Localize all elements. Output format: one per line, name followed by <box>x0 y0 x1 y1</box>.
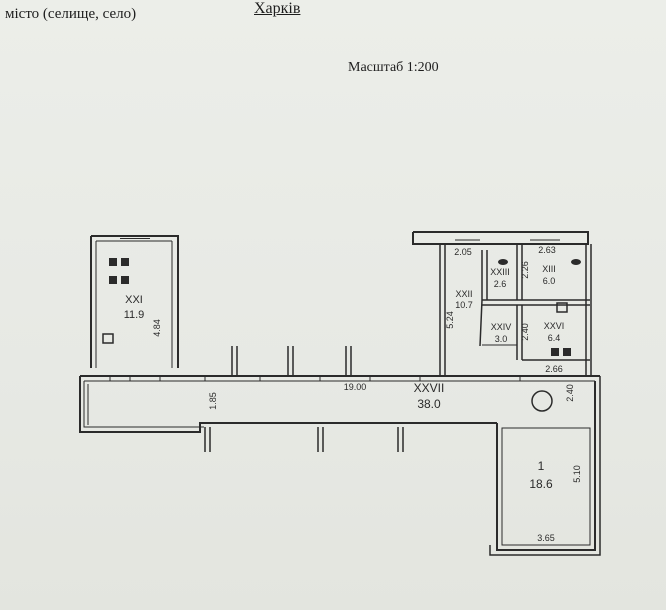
room-xiii-area: 6.0 <box>543 276 556 286</box>
dim-240b: 2.40 <box>565 384 575 402</box>
wall-room-xxiv-east <box>516 305 523 360</box>
fixture-icon <box>551 348 559 356</box>
room-xxiv-number: XXIV <box>491 322 512 332</box>
fixture-icon <box>109 258 117 266</box>
dim-263: 2.63 <box>538 245 556 255</box>
wall-corridor-south <box>79 376 497 433</box>
scale-label: Масштаб 1:200 <box>348 60 439 75</box>
room-1-area: 18.6 <box>529 477 553 491</box>
dim-484: 4.84 <box>152 319 162 337</box>
window-room-xxi <box>120 235 150 242</box>
dim-524: 5.24 <box>445 311 455 329</box>
room-xxiii-number: XXIII <box>490 267 510 277</box>
room-xiii-number: XIII <box>542 264 556 274</box>
dim-365: 3.65 <box>537 533 555 543</box>
wall-row-divider <box>482 299 590 306</box>
wall-corridor-south-inner <box>83 381 204 428</box>
room-xxvi-area: 6.4 <box>548 333 561 343</box>
sink-icon <box>102 333 114 344</box>
fixture-icon <box>121 276 129 284</box>
walls <box>79 231 601 556</box>
wall-room-1-outer <box>489 376 601 556</box>
toilet-icon <box>498 259 508 265</box>
dim-1900: 19.00 <box>344 382 367 392</box>
wall-room-xxii-east <box>479 250 488 347</box>
room-xxvii-number: XXVII <box>414 381 445 395</box>
fixture-icon <box>121 258 129 266</box>
windows-right-block <box>455 239 560 245</box>
location-label: місто (селище, село) <box>5 6 137 22</box>
room-xxi-area: 11.9 <box>124 309 145 321</box>
wall-room-1-inner <box>501 427 591 546</box>
dim-510: 5.10 <box>572 465 582 483</box>
dim-266: 2.66 <box>545 364 563 374</box>
dim-240a: 2.40 <box>520 323 530 341</box>
round-column <box>531 390 553 412</box>
room-xxi-number: XXI <box>125 294 143 306</box>
room-xxii-area: 10.7 <box>455 300 473 310</box>
room-xxvi-number: XXVI <box>544 321 565 331</box>
wall-right-block-north <box>412 231 589 245</box>
room-labels: XXI 11.9 XXII 10.7 XXIII 2.6 XIII 6.0 XX… <box>124 264 565 491</box>
dimension-labels: 4.84 2.05 2.63 2.26 5.24 2.40 2.66 19.00… <box>152 245 582 543</box>
dim-205: 2.05 <box>454 247 472 257</box>
stub-1 <box>231 346 238 376</box>
dim-226: 2.26 <box>520 261 530 279</box>
room-xxiii-area: 2.6 <box>494 279 507 289</box>
wall-room-xxiii-east <box>516 244 523 300</box>
stub-3 <box>345 346 352 376</box>
city-name: Харків <box>254 0 301 17</box>
stub-south-1 <box>204 427 211 452</box>
stub-south-3 <box>397 427 404 452</box>
fixture-icon <box>563 348 571 356</box>
sink-icon <box>556 302 568 313</box>
room-xxii-number: XXII <box>455 289 472 299</box>
room-xxvii-area: 38.0 <box>417 397 441 411</box>
room-1-number: 1 <box>538 459 545 473</box>
stub-2 <box>287 346 294 376</box>
wall-room-1 <box>496 381 596 551</box>
stub-south-2 <box>317 427 324 452</box>
dim-185: 1.85 <box>208 392 218 410</box>
wall-right-block-east <box>585 244 592 376</box>
wall-room-xxii-west <box>439 244 446 376</box>
corridor-ticks <box>109 376 521 381</box>
room-xxiv-area: 3.0 <box>495 334 508 344</box>
fixture-icon <box>109 276 117 284</box>
toilet-icon <box>571 259 581 265</box>
sanitary-fixtures <box>102 258 581 356</box>
